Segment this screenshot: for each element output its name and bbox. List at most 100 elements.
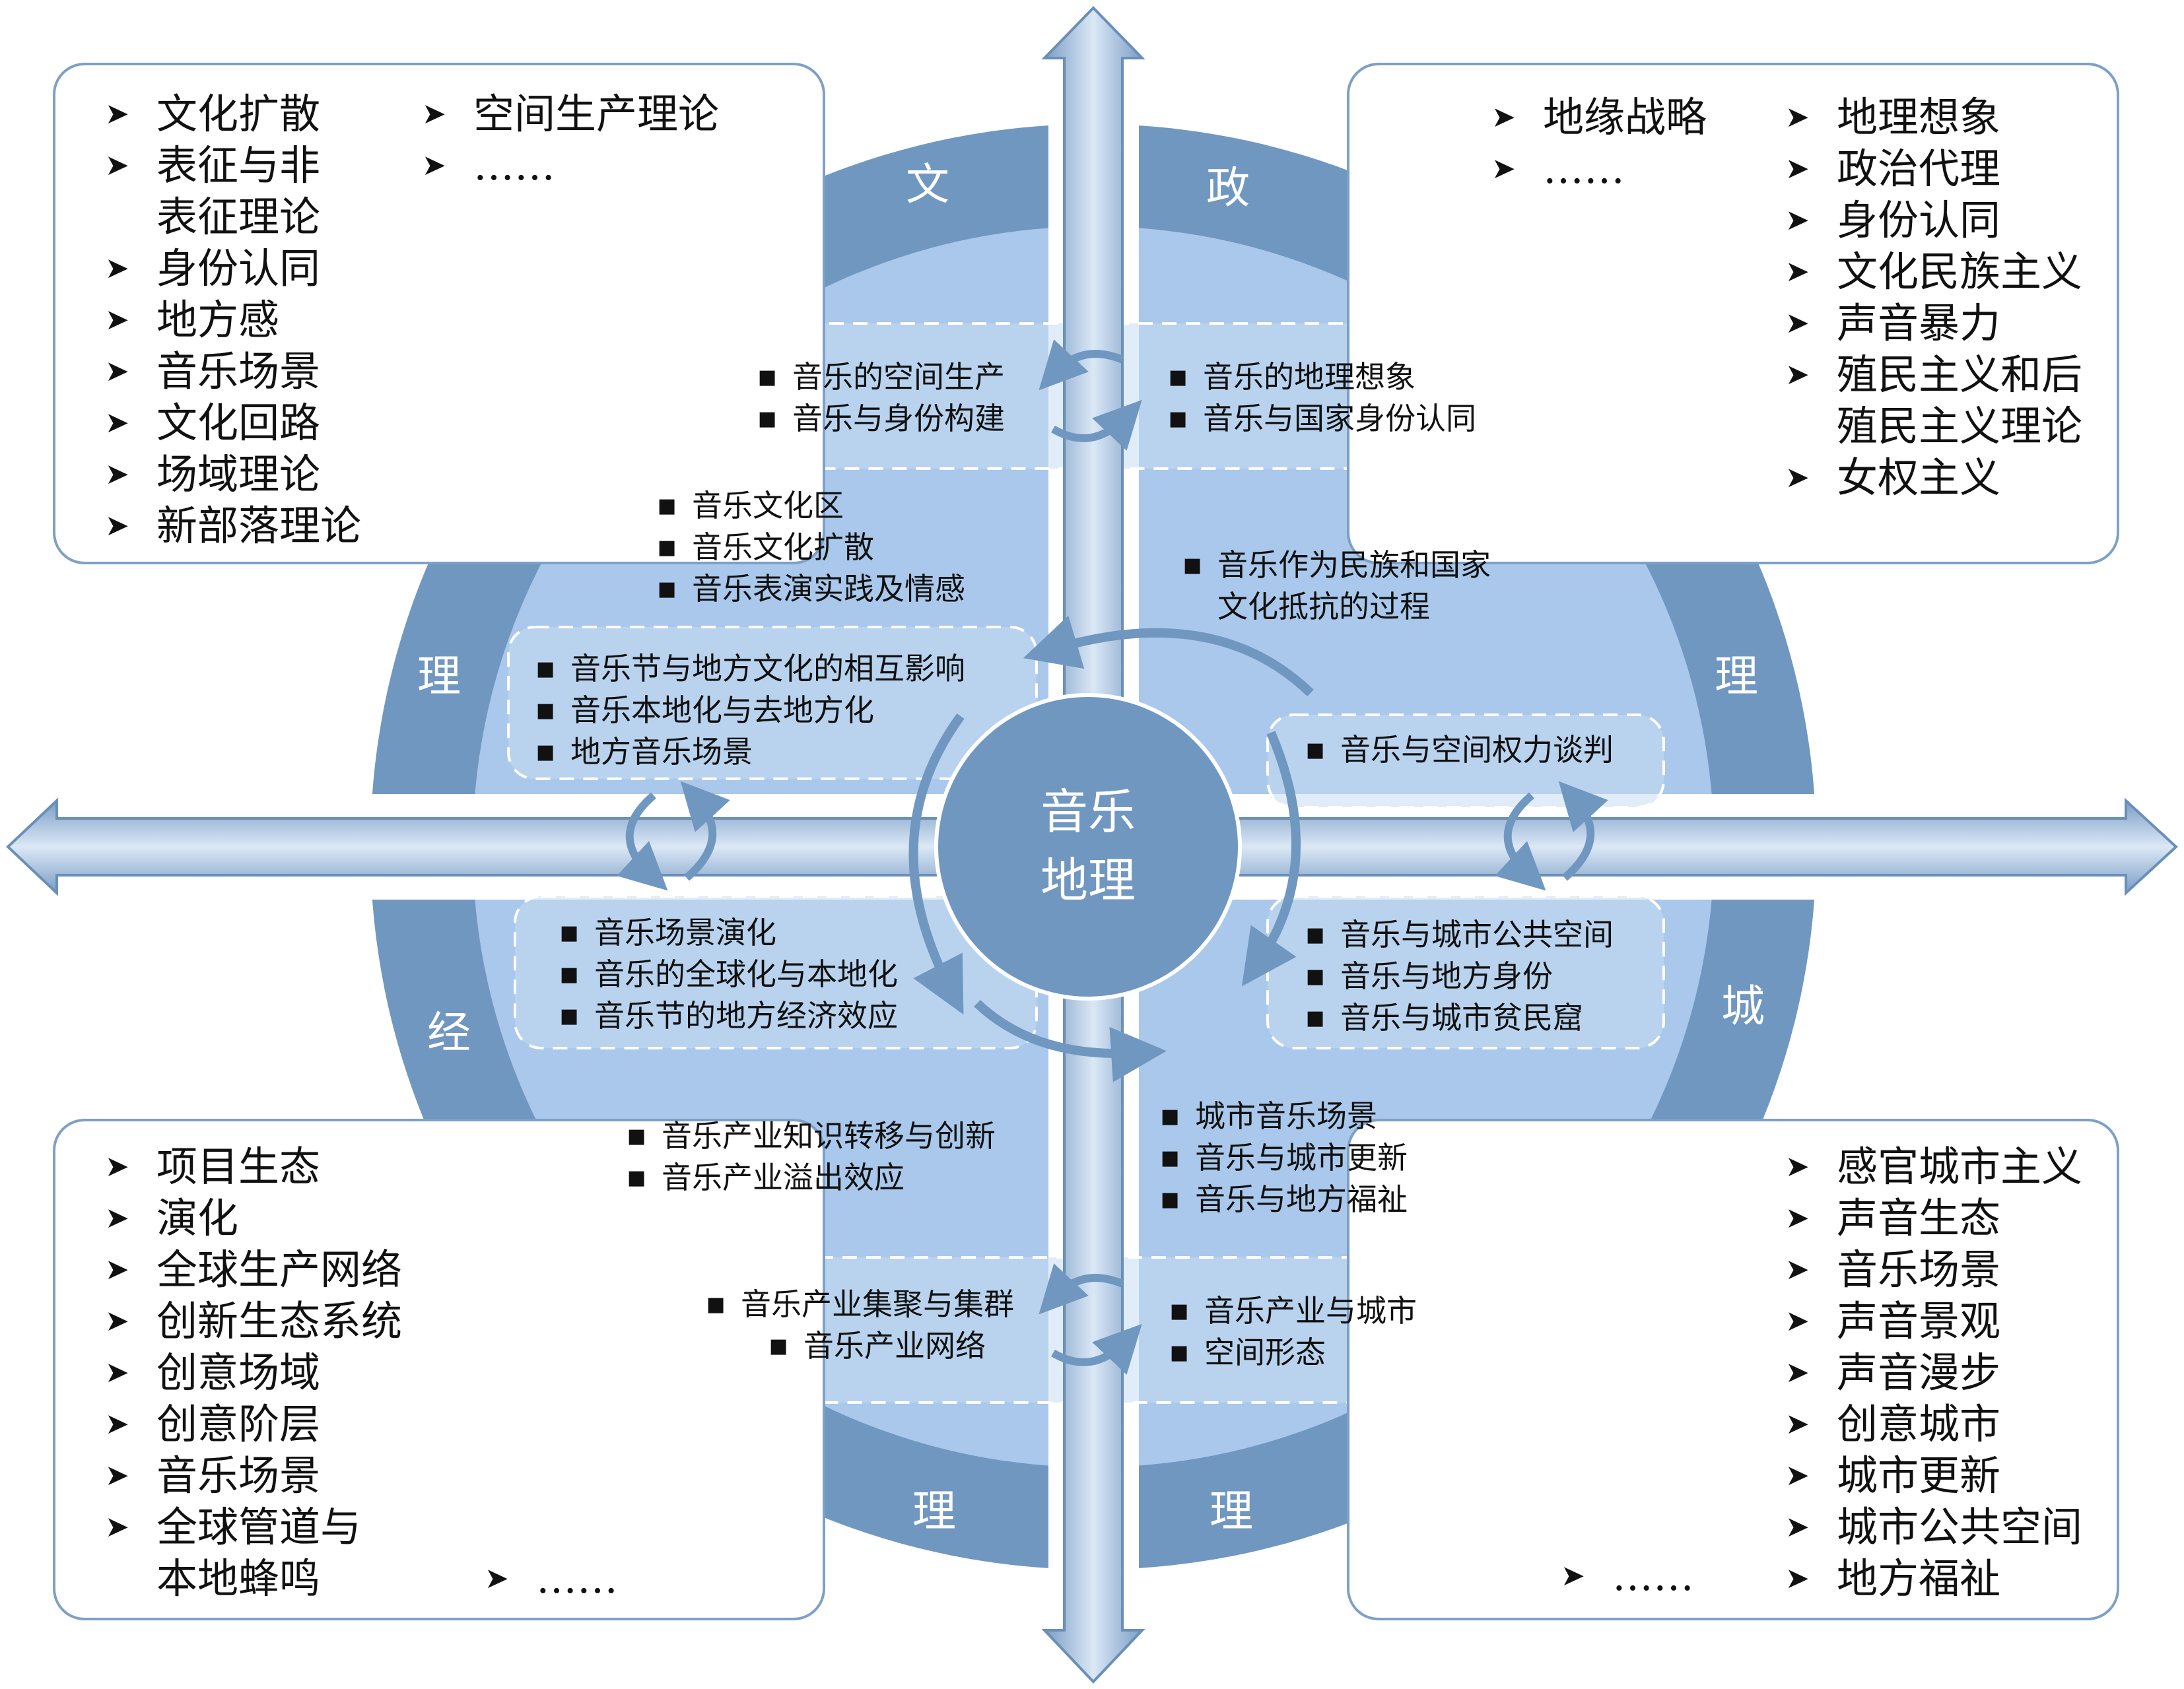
chevron-right-icon: ➤ <box>1785 1510 1810 1544</box>
list-item: ➤地缘战略 <box>1491 92 1707 143</box>
topics-urban-upper: ■音乐与城市公共空间 ■音乐与地方身份 ■音乐与城市贫民窟 <box>1306 914 1614 1039</box>
list-item: 殖民主义理论 <box>1837 402 2083 450</box>
square-bullet-icon: ■ <box>1161 1188 1180 1211</box>
list-item: ■音乐本地化与去地方化 <box>536 690 965 731</box>
topics-politics-mid: ■音乐作为民族和国家 文化抵抗的过程 <box>1183 545 1491 628</box>
chevron-right-icon: ➤ <box>105 457 129 491</box>
swap-arrow-right-b <box>1558 781 1608 881</box>
topics-economy-upper: ■音乐场景演化 ■音乐的全球化与本地化 ■音乐节的地方经济效应 <box>560 912 898 1037</box>
square-bullet-icon: ■ <box>658 578 677 601</box>
chevron-right-icon: ➤ <box>1785 461 1810 494</box>
chevron-right-icon: ➤ <box>1785 1356 1810 1389</box>
topics-culture-mid: ■音乐文化区 ■音乐文化扩散 ■音乐表演实践及情感 <box>658 485 965 610</box>
list-item: ➤…… <box>485 1553 618 1605</box>
square-bullet-icon: ■ <box>1306 965 1325 988</box>
box-economy-theories: ➤项目生态 ➤演化 ➤全球生产网络 ➤创新生态系统 ➤创意场域 ➤创意阶层 ➤音… <box>53 1119 825 1620</box>
list-item: ■音乐表演实践及情感 <box>658 568 965 610</box>
list-economy-col2: ➤…… <box>485 1553 618 1605</box>
list-item: ■音乐的全球化与本地化 <box>560 954 898 995</box>
list-item: ■音乐文化扩散 <box>658 527 965 568</box>
list-item: ➤女权主义 <box>1785 452 2082 504</box>
list-item: ■音乐与地方福祉 <box>1161 1179 1408 1220</box>
list-item: 本地蜂鸣 <box>156 1554 321 1603</box>
list-item: ➤…… <box>422 140 719 191</box>
list-item: ■地方音乐场景 <box>536 731 965 773</box>
list-item: ■空间形态 <box>1170 1332 1417 1374</box>
list-item: ➤城市更新 <box>1785 1450 2082 1502</box>
chevron-right-icon: ➤ <box>105 1356 129 1389</box>
list-item: ➤全球管道与 <box>105 1502 402 1553</box>
list-item: ➤城市公共空间 <box>1785 1502 2082 1553</box>
chevron-right-icon: ➤ <box>105 406 129 440</box>
list-item: ➤感官城市主义 <box>1785 1141 2082 1193</box>
topics-urban-mid: ■城市音乐场景 ■音乐与城市更新 ■音乐与地方福祉 <box>1161 1096 1408 1220</box>
list-economy-col1: ➤项目生态 ➤演化 ➤全球生产网络 ➤创新生态系统 ➤创意场域 ➤创意阶层 ➤音… <box>105 1141 402 1605</box>
list-item: ➤演化 <box>105 1193 402 1244</box>
list-item: ➤地方感 <box>105 294 361 346</box>
square-bullet-icon: ■ <box>1306 923 1325 946</box>
chevron-right-icon: ➤ <box>1785 1150 1810 1183</box>
list-urban-col1: ➤…… <box>1561 1550 1694 1602</box>
topics-urban-bottom: ■音乐产业与城市 ■空间形态 <box>1170 1290 1417 1374</box>
swap-arrow-left-b <box>680 781 730 881</box>
list-item: ■音乐文化区 <box>658 485 965 527</box>
ring-label-urban-1: 城 <box>1721 981 1765 1032</box>
list-item: ➤身份认同 <box>105 243 361 294</box>
square-bullet-icon: ■ <box>1306 1007 1325 1030</box>
list-item: ➤殖民主义和后 <box>1785 349 2082 401</box>
square-bullet-icon: ■ <box>1161 1105 1180 1128</box>
square-bullet-icon: ■ <box>1170 1341 1189 1364</box>
chevron-right-icon: ➤ <box>1785 1253 1810 1286</box>
list-item: ➤空间生产理论 <box>422 88 719 140</box>
list-item: ➤…… <box>1561 1550 1694 1602</box>
square-bullet-icon: ■ <box>1169 366 1188 389</box>
chevron-right-icon: ➤ <box>1785 152 1810 185</box>
chevron-right-icon: ➤ <box>1491 152 1516 185</box>
list-item: ■音乐与城市更新 <box>1161 1137 1408 1179</box>
chevron-right-icon: ➤ <box>1785 1304 1810 1338</box>
list-culture-col1: ➤文化扩散 ➤表征与非 表征理论 ➤身份认同 ➤地方感 ➤音乐场景 ➤文化回路 … <box>105 88 361 552</box>
chevron-right-icon: ➤ <box>422 97 446 131</box>
swap-arrow-top-a <box>1039 339 1124 391</box>
list-item: ➤音乐场景 <box>1785 1244 2082 1296</box>
cycle-arrow-right <box>1241 731 1301 987</box>
swap-arrow-left-a <box>617 792 668 891</box>
list-item: ■音乐与城市公共空间 <box>1306 914 1614 956</box>
square-bullet-icon: ■ <box>1161 1146 1180 1170</box>
square-bullet-icon: ■ <box>1183 554 1202 577</box>
square-bullet-icon: ■ <box>769 1335 788 1358</box>
list-item: ➤全球生产网络 <box>105 1244 402 1296</box>
center-title-line1: 音乐 <box>1040 784 1136 840</box>
list-item: ➤创意场域 <box>105 1347 402 1399</box>
list-item: ➤地理想象 <box>1785 92 2082 143</box>
box-politics-theories: ➤地缘战略 ➤…… ➤地理想象 ➤政治代理 ➤身份认同 ➤文化民族主义 ➤声音暴… <box>1347 63 2119 564</box>
list-item: ■音乐与身份构建 <box>758 398 1005 440</box>
list-item: ➤创意阶层 <box>105 1399 402 1450</box>
list-item: ■音乐场景演化 <box>560 912 898 954</box>
swap-arrow-bottom-b <box>1050 1323 1142 1375</box>
ring-label-politics-1: 政 <box>1206 162 1250 213</box>
chevron-right-icon: ➤ <box>105 1407 129 1441</box>
list-item: ➤声音生态 <box>1785 1193 2082 1244</box>
list-item: ■音乐与地方身份 <box>1306 956 1614 997</box>
list-item: ➤身份认同 <box>1785 195 2082 246</box>
chevron-right-icon: ➤ <box>1491 100 1516 134</box>
list-item: ■音乐产业集聚与集群 <box>706 1284 1014 1325</box>
topics-politics-low: ■音乐与空间权力谈判 <box>1306 729 1614 771</box>
box-urban-theories: ➤…… ➤感官城市主义 ➤声音生态 ➤音乐场景 ➤声音景观 ➤声音漫步 ➤创意城… <box>1347 1119 2119 1620</box>
chevron-right-icon: ➤ <box>1785 1201 1810 1235</box>
chevron-right-icon: ➤ <box>105 1253 129 1286</box>
swap-arrow-right-a <box>1495 792 1546 891</box>
chevron-right-icon: ➤ <box>105 1304 129 1338</box>
list-item: ■音乐产业溢出效应 <box>627 1157 996 1199</box>
chevron-right-icon: ➤ <box>1785 306 1810 340</box>
topics-culture-low: ■音乐节与地方文化的相互影响 ■音乐本地化与去地方化 ■地方音乐场景 <box>536 648 965 773</box>
square-bullet-icon: ■ <box>536 657 555 680</box>
chevron-right-icon: ➤ <box>1785 1459 1810 1492</box>
square-bullet-icon: ■ <box>658 536 677 559</box>
square-bullet-icon: ■ <box>1169 407 1188 430</box>
center-circle <box>934 693 1242 1001</box>
list-item: ➤政治代理 <box>1785 143 2082 195</box>
square-bullet-icon: ■ <box>627 1125 646 1148</box>
chevron-right-icon: ➤ <box>1785 358 1810 391</box>
